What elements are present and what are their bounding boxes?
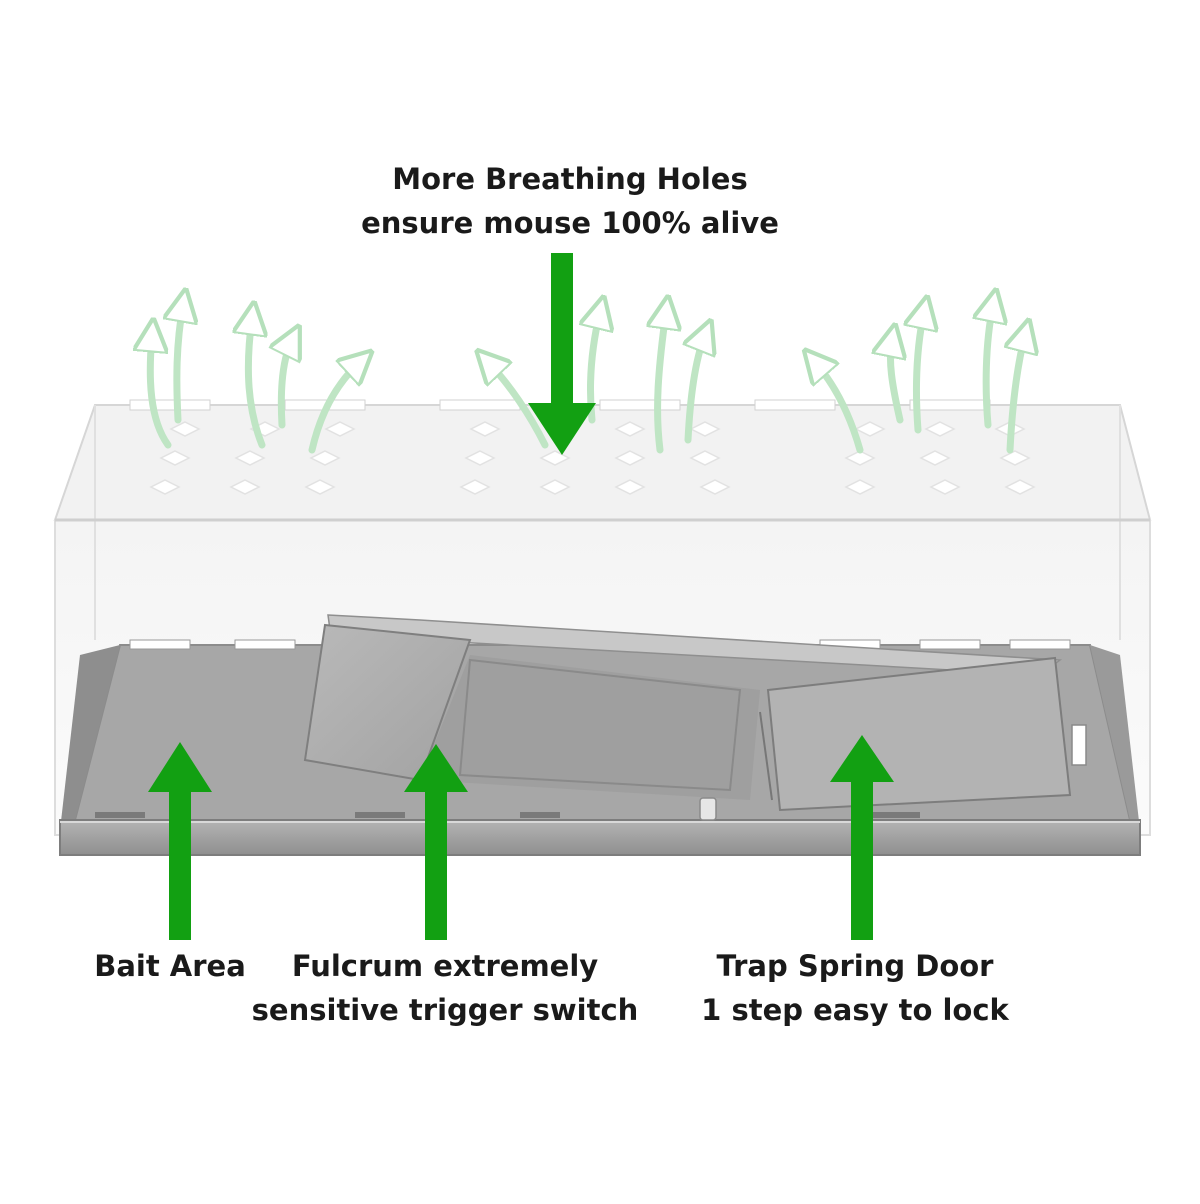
breathing-caption-line2: ensure mouse 100% alive xyxy=(361,206,779,240)
bait-caption-text: Bait Area xyxy=(94,949,246,983)
spring-door-caption: Trap Spring Door 1 step easy to lock xyxy=(660,944,1050,1032)
tray-front-rail xyxy=(59,819,1141,856)
door-caption-line1: Trap Spring Door xyxy=(716,949,994,983)
bait-area-arrow xyxy=(148,742,212,940)
fulcrum-caption-line1: Fulcrum extremely xyxy=(291,949,599,983)
fulcrum-arrow xyxy=(404,744,468,940)
breathing-holes-arrow xyxy=(528,253,596,455)
callout-arrows xyxy=(148,253,894,940)
bait-area-caption: Bait Area xyxy=(60,944,280,988)
fulcrum-pivot xyxy=(699,797,717,821)
fulcrum-caption-line2: sensitive trigger switch xyxy=(251,993,639,1027)
breathing-holes-caption: More Breathing Holes ensure mouse 100% a… xyxy=(300,157,840,245)
spring-door-arrow xyxy=(830,735,894,940)
breathing-caption-line1: More Breathing Holes xyxy=(392,162,748,196)
door-caption-line2: 1 step easy to lock xyxy=(701,993,1009,1027)
fulcrum-caption: Fulcrum extremely sensitive trigger swit… xyxy=(230,944,660,1032)
airflow-arrows xyxy=(150,305,1025,454)
breathing-holes xyxy=(149,421,1036,495)
fulcrum-lever xyxy=(303,614,1063,821)
